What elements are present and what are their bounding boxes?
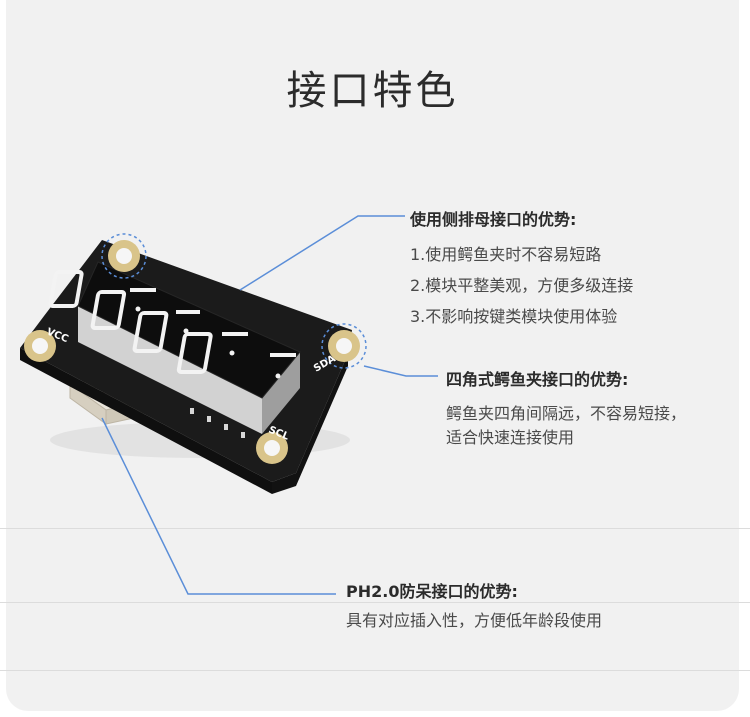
divider <box>0 670 750 671</box>
digit <box>90 290 200 330</box>
side-header-line: 2.模块平整美观，方便多级连接 <box>410 276 634 295</box>
ph-connector-line: 具有对应插入性，方便低年龄段使用 <box>346 611 603 630</box>
callout-lines <box>101 215 438 595</box>
side-header-pins <box>190 408 245 438</box>
page-title: 接口特色 <box>286 68 459 114</box>
pad-scl <box>256 432 288 464</box>
callout-line-ph <box>101 417 336 595</box>
divider <box>0 528 750 529</box>
display-front-face <box>78 306 262 434</box>
side-header-heading: 使用侧排母接口的优势: <box>410 210 577 229</box>
pad-sda <box>321 323 367 369</box>
side-header-line: 1.使用鳄鱼夹时不容易短路 <box>410 245 602 264</box>
pad-vcc <box>24 330 56 362</box>
digit <box>132 311 248 353</box>
divider <box>0 602 750 603</box>
ph-connector-heading: PH2.0防呆接口的优势: <box>346 582 518 601</box>
display-side-face <box>262 352 300 434</box>
side-header-line: 3.不影响按键类模块使用体验 <box>410 307 618 326</box>
corner-clip-line: 适合快速连接使用 <box>446 428 575 447</box>
corner-pads <box>24 233 367 464</box>
decimal-points <box>135 306 281 379</box>
digit <box>48 270 156 308</box>
corner-clip-heading: 四角式鳄鱼夹接口的优势: <box>446 370 629 389</box>
pad-top-left <box>101 233 147 279</box>
display-face <box>77 261 301 399</box>
callout-line-side <box>239 215 405 291</box>
digit <box>176 332 296 374</box>
seven-segment-digits <box>48 270 296 374</box>
callout-line-corner <box>363 365 438 377</box>
corner-clip-line: 鳄鱼夹四角间隔远，不容易短接， <box>446 404 687 423</box>
